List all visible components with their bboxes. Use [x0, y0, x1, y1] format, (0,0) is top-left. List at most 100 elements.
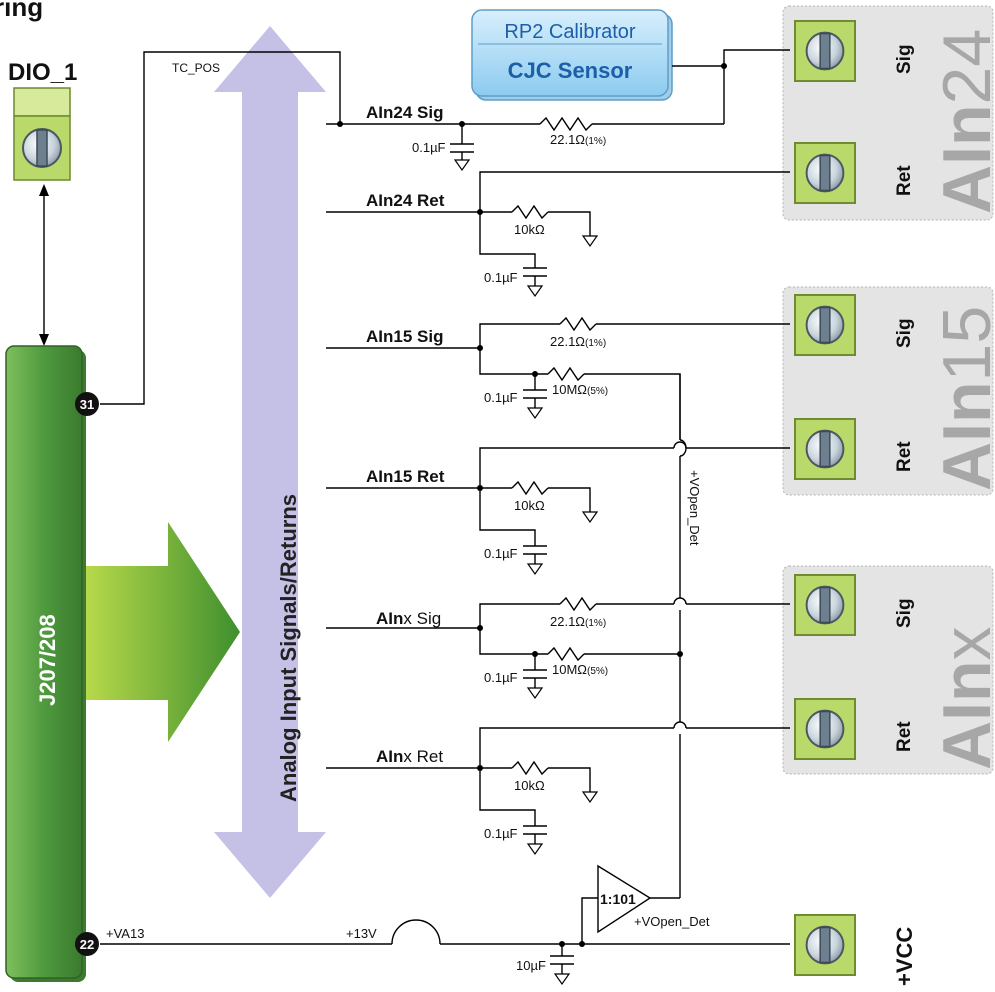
ainx-ret-cap-label: 0.1µF	[484, 826, 518, 841]
vopen-det-label: +VOpen_Det	[634, 914, 710, 929]
cap-wire	[479, 488, 536, 546]
ain24-ret-r-to-gnd	[548, 211, 591, 236]
terminal-ret-label: Ret	[894, 165, 915, 196]
ground-icon	[553, 973, 571, 986]
ainx-sig-upper	[479, 603, 560, 628]
ain15-ret-label: AIn15 Ret	[366, 467, 445, 486]
dio-label: DIO_1	[8, 59, 77, 86]
connector-j207	[5, 345, 86, 982]
title-fragment: ring	[0, 0, 43, 22]
ground-icon	[453, 159, 471, 172]
junction-dot	[337, 121, 343, 127]
ainx-ret-label: AInx Ret	[376, 747, 443, 766]
ain24-ret-cap-wire	[479, 212, 536, 268]
ground-icon	[581, 791, 599, 804]
ain24-sig-label: AIn24 Sig	[366, 103, 443, 122]
resistor-ainx-open	[547, 646, 585, 662]
resistor-ain24-ret	[511, 204, 549, 220]
ground-icon	[526, 563, 544, 576]
pin-31-badge	[75, 392, 99, 416]
terminal-ain15-ret[interactable]	[794, 418, 856, 480]
ain24-ret-cap-label: 0.1µF	[484, 270, 518, 285]
ain15-open-lower	[479, 348, 548, 375]
dio-terminal[interactable]	[13, 87, 71, 181]
terminal-ret-label: Ret	[894, 721, 915, 752]
ground-icon	[581, 511, 599, 524]
terminal-ainx-ret[interactable]	[794, 698, 856, 760]
terminal-vcc[interactable]	[794, 914, 856, 976]
ain15-cap-label: 0.1µF	[484, 390, 518, 405]
ain15-ret-r-label: 10kΩ	[514, 498, 545, 513]
cap-10uf-label: 10µF	[516, 958, 546, 973]
va13-label: +VA13	[106, 926, 144, 941]
ain24-ret-label: AIn24 Ret	[366, 191, 445, 210]
junction-dot	[579, 941, 585, 947]
ainx-open-r-label: 10MΩ(5%)	[552, 662, 608, 677]
ainx-r-label: 22.1Ω(1%)	[550, 614, 606, 629]
ain15-open-r-label: 10MΩ(5%)	[552, 382, 608, 397]
ground-icon	[581, 235, 599, 248]
amp-ratio-label: 1:101	[600, 891, 636, 907]
v13-label: +13V	[346, 926, 377, 941]
terminal-ain15-sig[interactable]	[794, 294, 856, 356]
ainx-cap-label: 0.1µF	[484, 670, 518, 685]
pin-31-label: 31	[80, 397, 94, 412]
resistor-ain15-open	[547, 366, 585, 382]
terminal-ain24-sig[interactable]	[794, 20, 856, 82]
ainx-ret-upper	[479, 727, 674, 768]
terminal-sig-label: Sig	[894, 318, 915, 348]
amplifier-triangle	[597, 864, 652, 934]
tc-pos-wire	[100, 51, 341, 405]
ain24-r-label: 22.1Ω(1%)	[550, 132, 606, 147]
pin-22-label: 22	[80, 937, 94, 952]
group-ainx-label: AInx	[929, 626, 995, 770]
calibrator-title: RP2 Calibrator	[504, 21, 636, 43]
junction-dot	[677, 651, 683, 657]
bus-arrow	[214, 26, 326, 898]
arrow-up-icon	[39, 184, 49, 196]
amp-input	[581, 897, 598, 944]
ain24-sig-to-terminal	[723, 49, 790, 124]
vopen-vertical-label: +VOpen_Det	[687, 470, 702, 546]
arrow-down-icon	[39, 334, 49, 346]
resistor-ain15-ret	[511, 480, 549, 496]
pin-22-badge	[75, 932, 99, 956]
ain15-ret-upper	[479, 447, 674, 488]
tc-pos-label: TC_POS	[172, 61, 220, 75]
group-ain24-label: AIn24	[929, 29, 995, 214]
ain24-cap-label: 0.1µF	[412, 140, 446, 155]
terminal-sig-label: Sig	[894, 44, 915, 74]
cjc-sensor-label: CJC Sensor	[508, 58, 633, 83]
cjc-calibrator-box[interactable]	[471, 9, 673, 101]
ground-icon	[526, 687, 544, 700]
signal-flow-arrow	[86, 522, 240, 742]
resistor-ain24-sig	[539, 116, 593, 132]
wire-crossover	[673, 597, 687, 605]
ain24-ret-r-label: 10kΩ	[514, 222, 545, 237]
terminal-ainx-sig[interactable]	[794, 574, 856, 636]
ain15-r-label: 22.1Ω(1%)	[550, 334, 606, 349]
resistor-ainx-sig	[559, 596, 597, 612]
ground-icon	[526, 843, 544, 856]
ainx-sig-label: AInx Sig	[376, 609, 441, 628]
terminal-ret-label: Ret	[894, 441, 915, 472]
group-ain15-label: AIn15	[929, 306, 995, 491]
r-to-gnd	[548, 487, 591, 512]
ground-icon	[526, 407, 544, 420]
r-to-gnd	[548, 767, 591, 792]
ainx-open-lower	[479, 628, 548, 655]
ain15-sig-label: AIn15 Sig	[366, 327, 443, 346]
terminal-ain24-ret[interactable]	[794, 142, 856, 204]
ain15-open-to-vopen	[584, 373, 681, 440]
fuse-icon	[391, 919, 441, 945]
ground-icon	[526, 285, 544, 298]
resistor-ainx-ret	[511, 760, 549, 776]
junction-dot	[721, 63, 727, 69]
connector-label: J207/208	[35, 614, 60, 706]
cap-wire	[479, 768, 536, 826]
ain15-ret-cap-label: 0.1µF	[484, 546, 518, 561]
ain24-ret-to-terminal	[479, 171, 790, 212]
ain15-sig-upper	[479, 323, 560, 348]
ainx-ret-r-label: 10kΩ	[514, 778, 545, 793]
